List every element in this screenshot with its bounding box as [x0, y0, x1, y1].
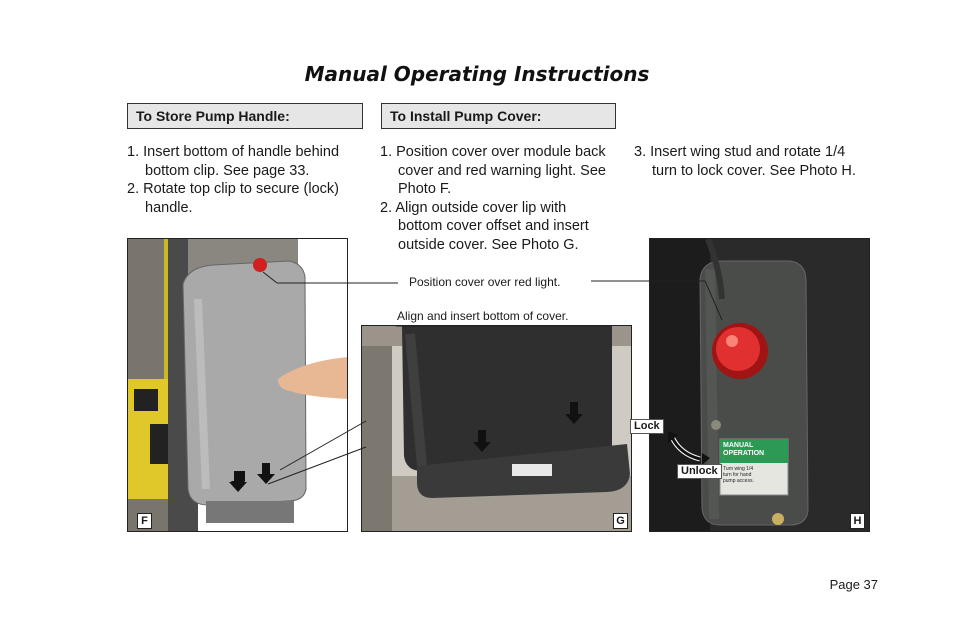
photo-f-image [128, 239, 347, 531]
photo-h-image [650, 239, 869, 531]
manual-operation-decal: MANUAL OPERATION [723, 442, 765, 457]
photo-g-image [362, 326, 631, 531]
photo-f: F [127, 238, 348, 532]
photo-f-label: F [137, 513, 152, 529]
install-cover-heading: To Install Pump Cover: [381, 103, 616, 129]
store-handle-steps: 1. Insert bottom of handle behind bottom… [127, 143, 363, 217]
decal-text: Turn wing 1/4 turn for hand pump access. [723, 466, 754, 484]
store-step-1: 1. Insert bottom of handle behind bottom… [127, 144, 340, 179]
photo-h: MANUAL OPERATION Turn wing 1/4 turn for … [649, 238, 870, 532]
caption-bottom-cover: Align and insert bottom of cover. [393, 309, 573, 323]
photo-g-label: G [613, 513, 628, 529]
unlock-label: Unlock [677, 464, 722, 479]
install-step-1: 1. Position cover over module back cover… [380, 144, 606, 197]
page-number: Page 37 [829, 577, 878, 592]
photo-g: G [361, 325, 632, 532]
caption-red-light: Position cover over red light. [405, 275, 565, 289]
install-cover-steps-continued: 3. Insert wing stud and rotate 1/4 turn … [634, 143, 870, 180]
store-handle-heading: To Store Pump Handle: [127, 103, 363, 129]
install-cover-steps: 1. Position cover over module back cover… [380, 143, 610, 254]
install-step-3: 3. Insert wing stud and rotate 1/4 turn … [634, 144, 856, 179]
install-step-2: 2. Align outside cover lip with bottom c… [380, 199, 589, 253]
lock-label: Lock [630, 419, 664, 434]
store-step-2: 2. Rotate top clip to secure (lock) hand… [127, 181, 339, 216]
photo-h-label: H [850, 513, 865, 529]
page-title: Manual Operating Instructions [304, 62, 650, 86]
